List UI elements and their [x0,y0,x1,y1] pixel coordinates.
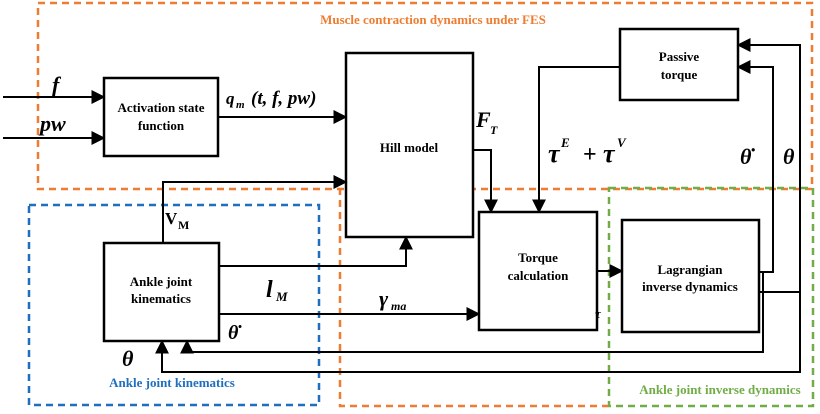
svg-text:F: F [475,107,491,132]
svg-text:M: M [178,218,189,232]
svg-text:ma: ma [391,299,406,313]
passive-torque-label-line1: Passive [659,49,700,64]
passive-torque-block: Passive torque [618,27,740,102]
torque-calculation-block: Torque calculation [477,210,599,332]
arrow-theta-dot-kinematics [180,272,764,354]
region-label-inverse-dynamics: Ankle joint inverse dynamics [639,382,800,397]
svg-text:l: l [266,277,273,303]
lagrangian-label-line1: Lagrangian [657,262,723,277]
arrow-passive-torque [532,66,620,214]
activation-label-line1: Activation state [117,100,204,115]
svg-text:m: m [236,99,245,111]
signal-f: f [52,72,62,97]
svg-text:+: + [583,142,597,168]
signal-qm: q m (t, f, pw) [226,88,316,111]
connections [3,38,801,373]
ankle-kinematics-label-line2: kinematics [131,291,191,306]
svg-text:(t, f, pw): (t, f, pw) [251,88,316,109]
svg-text:γ: γ [379,286,389,311]
region-label-kinematics: Ankle joint kinematics [109,375,235,390]
signal-ft: F T [475,107,498,137]
signal-gamma-ma: γ ma [379,286,406,313]
svg-text:q: q [226,89,235,108]
torque-calc-label-line1: Torque [518,250,558,265]
signal-labels: f pw q m (t, f, pw) F T V M l M γ ma τ E… [38,72,795,371]
signal-vm: V M [165,209,189,232]
arrow-lm [219,235,413,267]
ankle-kinematics-block: Ankle joint kinematics [102,241,221,343]
svg-text:V: V [165,209,178,228]
passive-torque-label-line2: torque [661,67,698,82]
svg-text:E: E [560,135,570,150]
ankle-kinematics-label-line1: Ankle joint [130,274,193,289]
signal-theta-dot-lower: θ̇ [228,322,242,344]
signal-theta-dot-upper: θ̇ [740,144,755,169]
svg-text:τ: τ [603,139,616,168]
arrow-theta-passive [736,38,801,293]
torque-calc-label-line2: calculation [508,268,569,283]
arrow-vm [162,175,348,243]
arrow-ft [473,149,498,214]
region-ankle-kinematics [27,203,321,407]
svg-text:V: V [617,135,627,150]
signal-theta-lower: θ [122,346,134,371]
signal-theta-upper: θ [783,144,795,169]
lagrangian-block: Lagrangian inverse dynamics [620,218,761,334]
lagrangian-label-line2: inverse dynamics [642,279,738,294]
activation-label-line2: function [138,118,185,133]
signal-tau-e-plus-tau-v: τ E + τ V [548,135,627,168]
signal-pw: pw [38,111,66,136]
hill-model-label: Hill model [380,140,439,155]
hill-model-block: Hill model [344,51,475,239]
arrow-theta-dot-passive [736,60,774,273]
region-muscle-lower-extension [338,188,608,408]
activation-state-block: Activation state function [102,76,220,158]
svg-text:T: T [490,123,498,137]
svg-text:M: M [275,289,288,304]
signal-tau: τ [595,306,602,321]
region-label-muscle: Muscle contraction dynamics under FES [320,12,546,27]
region-inverse-dynamics [607,186,815,408]
svg-text:τ: τ [548,139,561,168]
signal-lm: l M [266,277,288,304]
arrow-theta-kinematics [155,292,801,373]
